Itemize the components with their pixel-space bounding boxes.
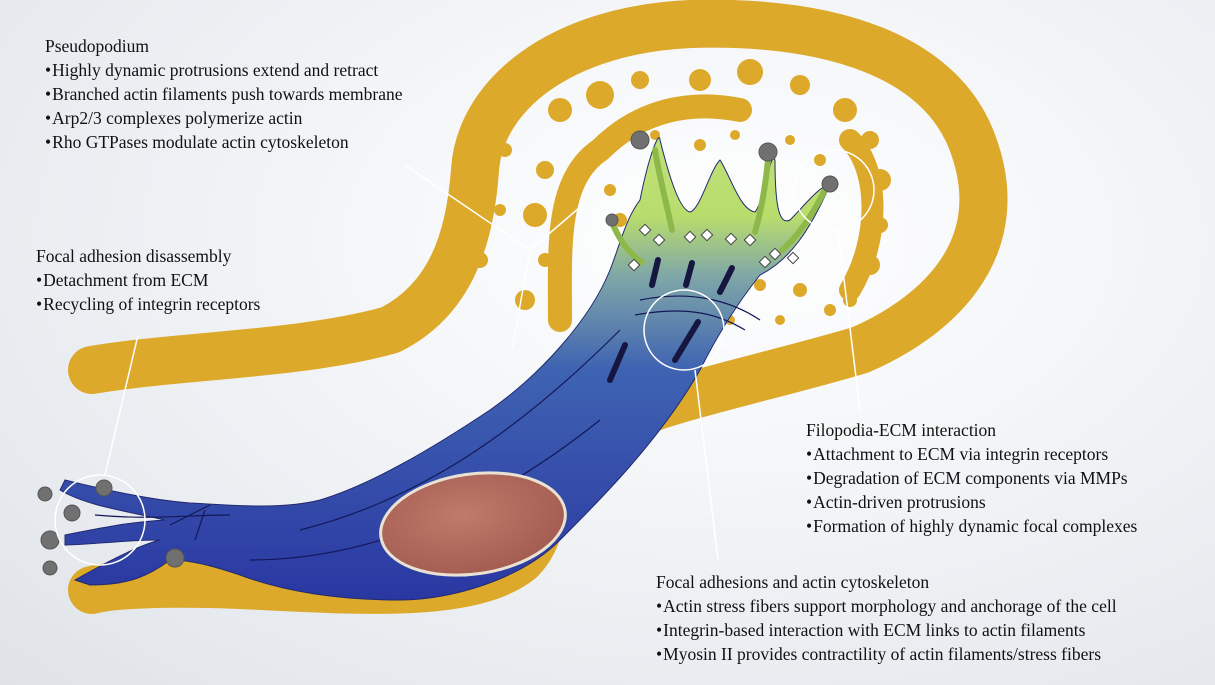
list-item: Integrin-based interaction with ECM link… bbox=[656, 618, 1117, 642]
list-item: Rho GTPases modulate actin cytoskeleton bbox=[45, 130, 403, 154]
list-item: Arp2/3 complexes polymerize actin bbox=[45, 106, 403, 130]
focal-adhesion-disassembly-list: Detachment from ECM Recycling of integri… bbox=[36, 268, 260, 316]
list-item: Branched actin filaments push towards me… bbox=[45, 82, 403, 106]
list-item: Actin-driven protrusions bbox=[806, 490, 1137, 514]
list-item: Recycling of integrin receptors bbox=[36, 292, 260, 316]
filopodia-ecm-label: Filopodia-ECM interaction Attachment to … bbox=[806, 418, 1137, 538]
list-item: Formation of highly dynamic focal comple… bbox=[806, 514, 1137, 538]
focal-adhesion-disassembly-label: Focal adhesion disassembly Detachment fr… bbox=[36, 244, 260, 316]
list-item: Actin stress fibers support morphology a… bbox=[656, 594, 1117, 618]
filopodia-ecm-title: Filopodia-ECM interaction bbox=[806, 418, 1137, 442]
pseudopodium-list: Highly dynamic protrusions extend and re… bbox=[45, 58, 403, 154]
list-item: Attachment to ECM via integrin receptors bbox=[806, 442, 1137, 466]
pseudopodium-label: Pseudopodium Highly dynamic protrusions … bbox=[45, 34, 403, 154]
filopodia-ecm-list: Attachment to ECM via integrin receptors… bbox=[806, 442, 1137, 538]
list-item: Myosin II provides contractility of acti… bbox=[656, 642, 1117, 666]
focal-adhesion-disassembly-title: Focal adhesion disassembly bbox=[36, 244, 260, 268]
focal-adhesions-actin-list: Actin stress fibers support morphology a… bbox=[656, 594, 1117, 666]
focal-adhesions-actin-title: Focal adhesions and actin cytoskeleton bbox=[656, 570, 1117, 594]
focal-adhesions-actin-label: Focal adhesions and actin cytoskeleton A… bbox=[656, 570, 1117, 666]
list-item: Detachment from ECM bbox=[36, 268, 260, 292]
list-item: Highly dynamic protrusions extend and re… bbox=[45, 58, 403, 82]
pseudopodium-title: Pseudopodium bbox=[45, 34, 403, 58]
list-item: Degradation of ECM components via MMPs bbox=[806, 466, 1137, 490]
